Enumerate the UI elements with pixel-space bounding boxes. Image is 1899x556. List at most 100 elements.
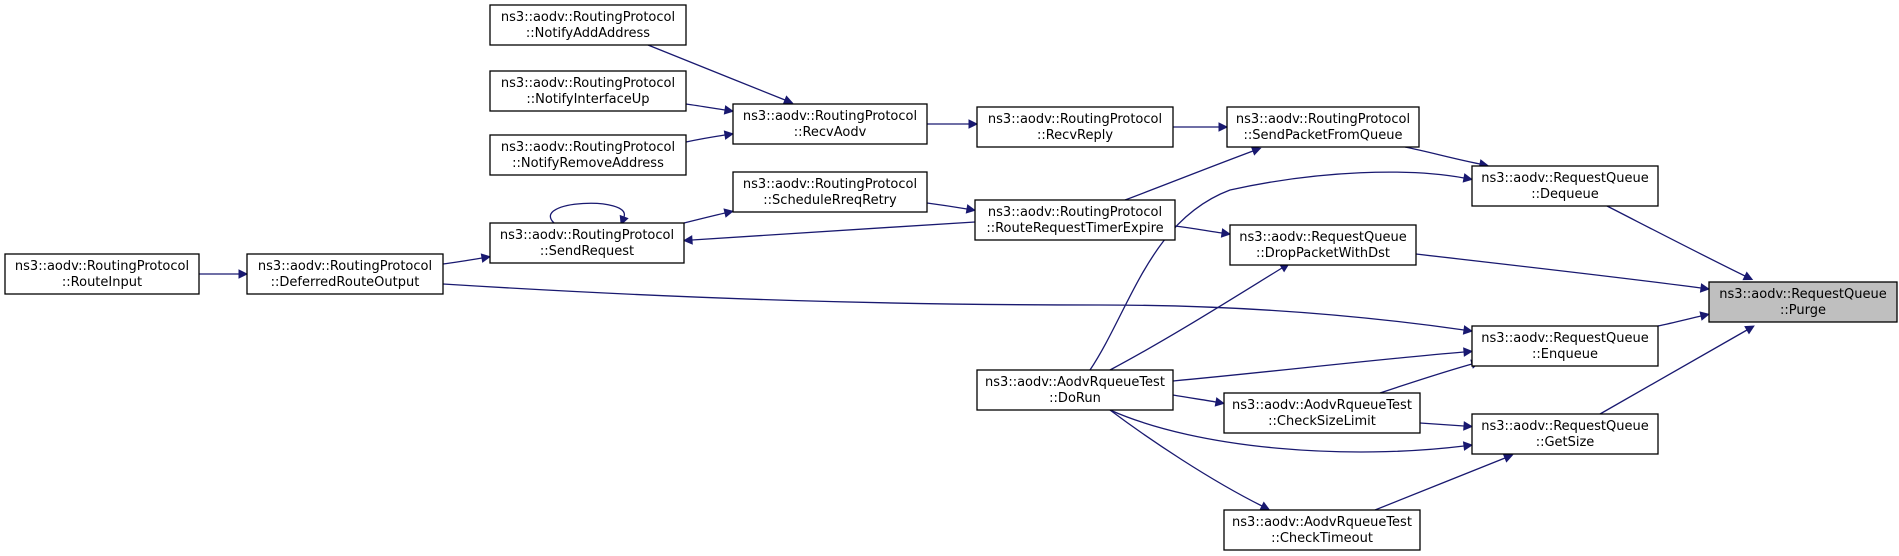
node-box[interactable] [1223,392,1421,434]
node-box[interactable] [1229,224,1417,266]
edge-line [1109,409,1263,507]
node-box[interactable] [4,253,200,295]
edge-droppacketwithdst-to-purge [1415,253,1711,293]
node-purge[interactable]: ns3::aodv::RequestQueue::Purge [1708,281,1898,323]
edge-line [1172,351,1465,382]
node-label-line2: ::SendPacketFromQueue [1244,128,1403,143]
edge-line [1172,394,1217,403]
node-label-line2: ::RouteInput [62,275,142,290]
node-label-line1: ns3::aodv::RoutingProtocol [501,76,675,91]
node-routerequesttimerexpire[interactable]: ns3::aodv::RoutingProtocol::RouteRequest… [974,199,1176,241]
node-label-line1: ns3::aodv::RequestQueue [1481,171,1648,186]
node-checktimeout[interactable]: ns3::aodv::AodvRqueueTest::CheckTimeout [1223,509,1421,551]
edge-line [691,221,976,241]
edge-sendrequest-to-sendrequest [549,202,629,226]
node-dequeue[interactable]: ns3::aodv::RequestQueue::Dequeue [1471,165,1659,207]
node-box[interactable] [974,199,1176,241]
node-schedulereqretry[interactable]: ns3::aodv::RoutingProtocol::ScheduleRreq… [732,171,928,213]
node-label-line2: ::Enqueue [1532,347,1598,362]
node-label-line2: ::Purge [1780,303,1826,318]
node-sendrequest[interactable]: ns3::aodv::RoutingProtocol::SendRequest [489,222,685,264]
arrow-head-icon [782,95,794,105]
node-label-line1: ns3::aodv::RequestQueue [1239,230,1406,245]
node-label-line2: ::GetSize [1536,435,1595,450]
node-box[interactable] [489,70,687,112]
edge-recvreply-to-sendpacketfromqueue [1173,122,1229,132]
node-box[interactable] [1471,165,1659,207]
node-droppacketwithdst[interactable]: ns3::aodv::RequestQueue::DropPacketWithD… [1229,224,1417,266]
edge-line [1089,171,1465,371]
edge-enqueue-to-purge [1657,311,1710,327]
node-box[interactable] [1471,325,1659,367]
arrow-head-icon [1214,397,1225,407]
node-notifyaddaddress[interactable]: ns3::aodv::RoutingProtocol::NotifyAddAdd… [489,4,687,46]
edge-dorun-to-enqueue [1172,347,1474,382]
edge-schedulereqretry-to-routerequesttimerexpire [926,202,976,214]
edge-line [1657,315,1702,327]
node-label-line1: ns3::aodv::AodvRqueueTest [1232,515,1412,530]
edge-notifyremoveaddress-to-recvaodv [685,130,735,143]
node-box[interactable] [732,171,928,213]
node-sendpacketfromqueue[interactable]: ns3::aodv::RoutingProtocol::SendPacketFr… [1226,106,1420,148]
edge-line [1606,205,1746,277]
node-recvaodv[interactable]: ns3::aodv::RoutingProtocol::RecvAodv [732,103,928,145]
node-deferredrouteoutput[interactable]: ns3::aodv::RoutingProtocol::DeferredRout… [246,253,444,295]
edge-line [442,257,483,265]
node-recvreply[interactable]: ns3::aodv::RoutingProtocol::RecvReply [976,106,1174,148]
node-box[interactable] [732,103,928,145]
node-box[interactable] [246,253,444,295]
arrow-head-icon [723,130,735,140]
node-label-line2: ::RouteRequestTimerExpire [986,221,1163,236]
edge-line [1419,422,1465,427]
node-label-line2: ::DoRun [1049,391,1101,406]
edge-line [442,283,1465,331]
arrow-head-icon [1220,228,1232,238]
node-label-line2: ::RecvReply [1037,128,1113,143]
node-label-line2: ::NotifyAddAddress [526,26,650,41]
edge-routerequesttimerexpire-to-droppacketwithdst [1174,225,1232,238]
node-routeinput[interactable]: ns3::aodv::RoutingProtocol::RouteInput [4,253,200,295]
node-label-line1: ns3::aodv::RequestQueue [1481,419,1648,434]
node-getsize[interactable]: ns3::aodv::RequestQueue::GetSize [1471,413,1659,455]
node-box[interactable] [489,4,687,46]
node-dorun[interactable]: ns3::aodv::AodvRqueueTest::DoRun [976,369,1174,411]
node-box[interactable] [1226,106,1420,148]
arrow-head-icon [723,105,735,115]
node-box[interactable] [1223,509,1421,551]
node-box[interactable] [1708,281,1898,323]
edge-deferredrouteoutput-to-sendrequest [442,253,491,265]
node-label-line2: ::NotifyRemoveAddress [512,156,664,171]
edge-line [1109,267,1283,371]
edge-dequeue-to-purge [1606,205,1754,281]
arrow-head-icon [1250,146,1262,156]
edge-line [1174,225,1223,234]
edge-line [1124,150,1254,201]
edge-dorun-to-checksizelimit [1172,394,1225,407]
node-label-line2: ::CheckTimeout [1271,531,1373,546]
edge-line [1599,329,1748,415]
arrow-head-icon [238,269,249,279]
node-label-line2: ::DeferredRouteOutput [271,275,420,290]
edge-sendrequest-to-schedulereqretry [683,208,734,224]
nodes-layer: ns3::aodv::RequestQueue::Purgens3::aodv:… [4,4,1898,551]
node-notifyinterfaceup[interactable]: ns3::aodv::RoutingProtocol::NotifyInterf… [489,70,687,112]
edge-checksizelimit-to-getsize [1419,421,1474,431]
node-box[interactable] [976,106,1174,148]
edge-line [549,202,625,224]
node-enqueue[interactable]: ns3::aodv::RequestQueue::Enqueue [1471,325,1659,367]
node-box[interactable] [976,369,1174,411]
arrow-head-icon [1744,325,1755,335]
arrow-head-icon [1463,421,1474,431]
node-box[interactable] [489,134,687,176]
node-checksizelimit[interactable]: ns3::aodv::AodvRqueueTest::CheckSizeLimi… [1223,392,1421,434]
node-label-line1: ns3::aodv::RoutingProtocol [500,228,674,243]
node-label-line1: ns3::aodv::RoutingProtocol [743,109,917,124]
edge-getsize-to-purge [1599,325,1755,415]
arrow-head-icon [1502,453,1514,463]
node-box[interactable] [489,222,685,264]
node-label-line1: ns3::aodv::RoutingProtocol [988,112,1162,127]
edge-deferredrouteoutput-to-enqueue [442,283,1474,335]
node-notifyremoveaddress[interactable]: ns3::aodv::RoutingProtocol::NotifyRemove… [489,134,687,176]
arrow-head-icon [965,204,976,214]
node-box[interactable] [1471,413,1659,455]
